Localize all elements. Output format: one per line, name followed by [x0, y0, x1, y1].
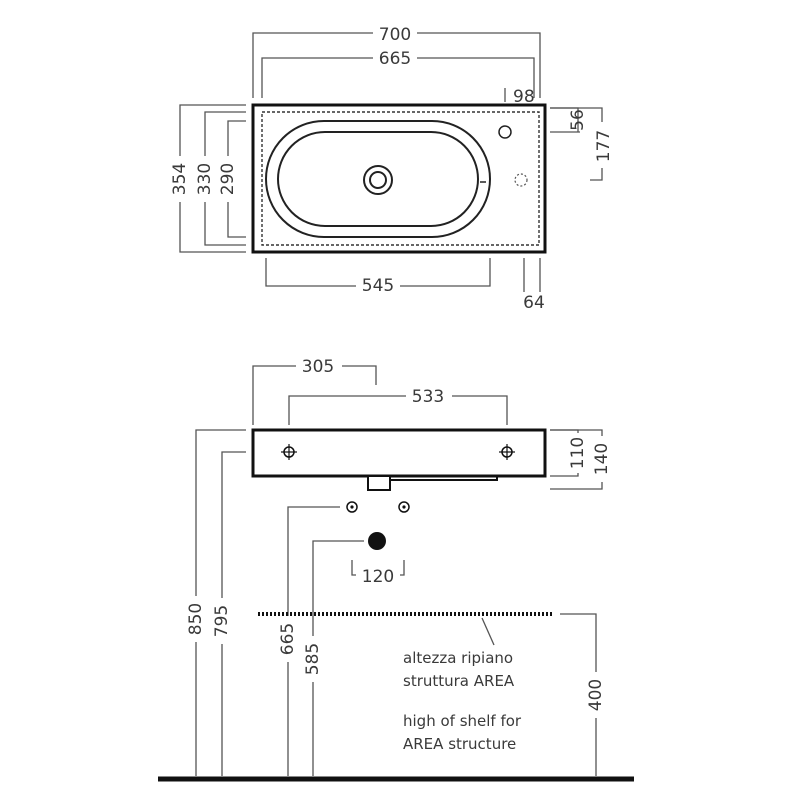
note-en-line2: AREA structure — [403, 735, 516, 753]
dim-120: 120 — [362, 567, 394, 587]
dim-665: 665 — [379, 49, 411, 69]
dim-400: 400 — [586, 679, 606, 711]
note-it-line2: struttura AREA — [403, 672, 515, 690]
dim-56: 56 — [568, 109, 588, 131]
basin-bowl-inner — [277, 131, 479, 227]
overflow-hole — [514, 173, 528, 187]
fixing-hole-left — [281, 444, 297, 460]
tap-hole — [498, 125, 512, 139]
dim-305: 305 — [302, 357, 334, 377]
dim-665-front: 665 — [278, 623, 298, 655]
drain-point — [368, 532, 386, 550]
dim-line-850 — [195, 429, 246, 776]
dim-330: 330 — [195, 163, 215, 195]
dim-line-665-front — [287, 506, 340, 776]
front-outline — [251, 428, 547, 478]
dim-354: 354 — [170, 163, 190, 195]
note-it-line1: altezza ripiano — [403, 649, 513, 667]
water-supply-right — [398, 501, 410, 513]
basin-underside — [380, 476, 498, 481]
top-view: 700 665 98 56 177 354 330 290 545 — [170, 22, 614, 313]
front-view: 305 533 110 140 120 850 795 665 585 — [158, 355, 634, 782]
dim-290: 290 — [218, 163, 238, 195]
dim-line-795 — [221, 451, 246, 776]
dim-585: 585 — [303, 643, 323, 675]
dim-140: 140 — [592, 443, 612, 475]
dim-850: 850 — [186, 603, 206, 635]
drain-inner — [369, 171, 387, 189]
basin-bowl — [265, 120, 491, 238]
dim-110: 110 — [568, 437, 588, 469]
dim-line-533 — [288, 395, 508, 425]
dim-64: 64 — [523, 293, 545, 313]
top-outline — [251, 103, 547, 254]
note-en-line1: high of shelf for — [403, 712, 522, 730]
fixing-hole-right — [499, 444, 515, 460]
water-supply-left — [346, 501, 358, 513]
dim-700: 700 — [379, 25, 411, 45]
note-leader — [481, 617, 495, 646]
dim-545: 545 — [362, 276, 394, 296]
dim-line-585 — [312, 540, 364, 776]
dim-line-400 — [560, 613, 597, 776]
dim-177: 177 — [594, 130, 614, 162]
dim-533: 533 — [412, 387, 444, 407]
waste-outlet — [367, 475, 391, 491]
dim-795: 795 — [212, 605, 232, 637]
drain-outer — [363, 165, 393, 195]
dim-98: 98 — [513, 87, 535, 107]
